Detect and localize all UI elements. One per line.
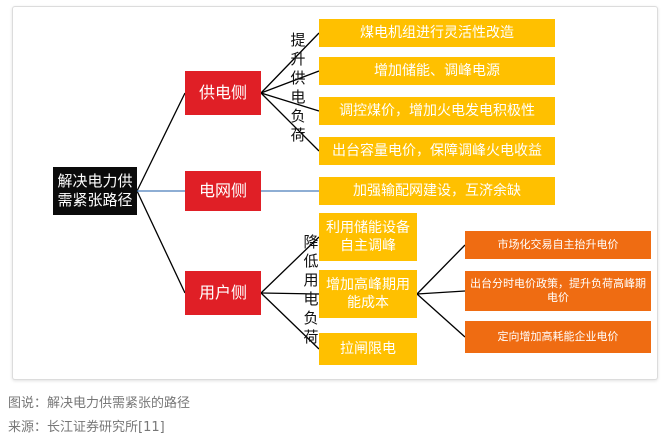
connector-user-leaf-1 — [260, 236, 320, 294]
supply-leaf-4: 出台容量电价，保障调峰火电收益 — [319, 137, 555, 165]
user-sub-leaf-1: 市场化交易自主抬升电价 — [465, 231, 651, 259]
diagram-frame: 解决电力供需紧张路径 供电侧 电网侧 用户侧 提升供电负荷 降低用电负荷 煤电机… — [12, 6, 658, 380]
supply-leaf-1: 煤电机组进行灵活性改造 — [319, 19, 555, 47]
user-leaf-1: 利用储能设备自主调峰 — [319, 213, 417, 261]
branch-supply: 供电侧 — [185, 71, 261, 115]
user-side-label: 降低用电负荷 — [303, 233, 319, 346]
supply-side-label: 提升供电负荷 — [290, 31, 306, 144]
figure-source: 来源：长江证券研究所[11] — [8, 420, 165, 435]
root-node: 解决电力供需紧张路径 — [53, 167, 137, 215]
grid-leaf-1: 加强输配网建设，互济余缺 — [319, 177, 555, 205]
connector-user-leaf-2 — [260, 292, 320, 295]
connector-supply-leaf-1 — [260, 32, 320, 94]
supply-leaf-2: 增加储能、调峰电源 — [319, 57, 555, 85]
figure-caption: 图说：解决电力供需紧张的路径 — [8, 396, 191, 411]
user-leaf-2: 增加高峰期用能成本 — [319, 270, 417, 318]
connector-supply-leaf-2 — [260, 70, 320, 94]
connector-leaf-sub-1 — [416, 244, 466, 295]
connector-supply-leaf-3 — [260, 92, 320, 112]
connector-leaf-sub-3 — [416, 293, 466, 338]
user-sub-leaf-2: 出台分时电价政策，提升负荷高峰期电价 — [465, 271, 651, 311]
connector-supply-leaf-4 — [260, 92, 320, 152]
connector-leaf-sub-2 — [416, 290, 466, 295]
connector-lines — [136, 32, 466, 350]
branch-grid: 电网侧 — [185, 171, 261, 211]
branch-user: 用户侧 — [185, 271, 261, 315]
connector-root-supply — [136, 92, 186, 192]
user-sub-leaf-3: 定向增加高耗能企业电价 — [465, 321, 651, 353]
connector-user-leaf-3 — [260, 292, 320, 350]
connector-root-user — [136, 190, 186, 294]
user-leaf-3: 拉闸限电 — [319, 333, 417, 365]
supply-leaf-3: 调控煤价，增加火电发电积极性 — [319, 97, 555, 125]
